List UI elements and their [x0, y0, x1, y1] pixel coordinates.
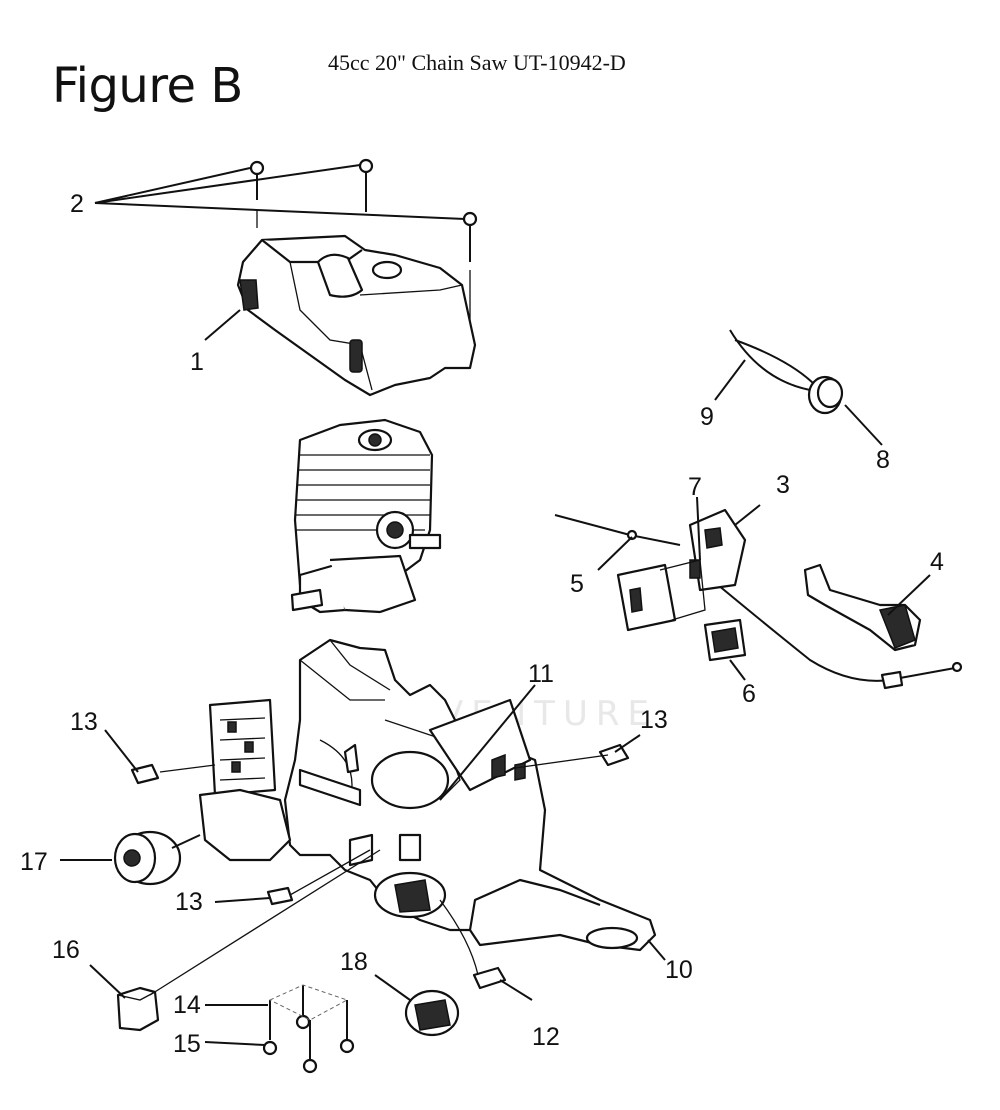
- callout-13-bottom: 13: [175, 888, 203, 916]
- callout-6: 6: [742, 680, 756, 708]
- engine-cylinder-assembly: [290, 418, 442, 614]
- callout-7: 7: [688, 473, 702, 501]
- figure-subtitle: 45cc 20" Chain Saw UT-10942-D: [328, 50, 626, 75]
- callout-17: 17: [20, 848, 48, 876]
- part-13-clips: [130, 743, 630, 906]
- figure-title: Figure B: [52, 58, 243, 114]
- part-12-connector: [439, 899, 507, 990]
- callout-labels: 2 1 9 8 3 7 5 4 6 11 13 13 17 13 16 18 1…: [20, 190, 944, 1058]
- part-17-filter: [113, 830, 201, 886]
- part-4-trigger: [803, 563, 922, 652]
- callout-16: 16: [52, 936, 80, 964]
- callout-10: 10: [665, 956, 693, 984]
- callout-4: 4: [930, 548, 944, 576]
- part-1-top-cover: [236, 234, 477, 397]
- callout-11: 11: [528, 660, 554, 688]
- callout-3: 3: [776, 471, 790, 499]
- leader-lines: [60, 164, 931, 1046]
- part-handle-block: [616, 559, 706, 632]
- callout-5: 5: [570, 570, 584, 598]
- callout-9: 9: [700, 403, 714, 431]
- callout-15: 15: [173, 1030, 201, 1058]
- part-10-main-housing: [283, 638, 657, 952]
- callout-2: 2: [70, 190, 84, 218]
- part-14-15-screws: [262, 984, 355, 1074]
- callout-1: 1: [190, 348, 204, 376]
- callout-8: 8: [876, 446, 890, 474]
- part-8-button: [807, 375, 844, 415]
- part-6-switch: [703, 618, 747, 662]
- callout-18: 18: [340, 948, 368, 976]
- callout-13-left: 13: [70, 708, 98, 736]
- part-9-wire: [729, 329, 816, 391]
- callout-12: 12: [532, 1023, 560, 1051]
- part-3-switch-housing: [688, 508, 747, 592]
- part-18-cap: [404, 989, 460, 1037]
- callout-13-right: 13: [640, 706, 668, 734]
- part-5-cable: [554, 514, 963, 690]
- side-plate: [198, 698, 292, 862]
- callout-14: 14: [173, 991, 201, 1019]
- part-16-block: [116, 986, 160, 1032]
